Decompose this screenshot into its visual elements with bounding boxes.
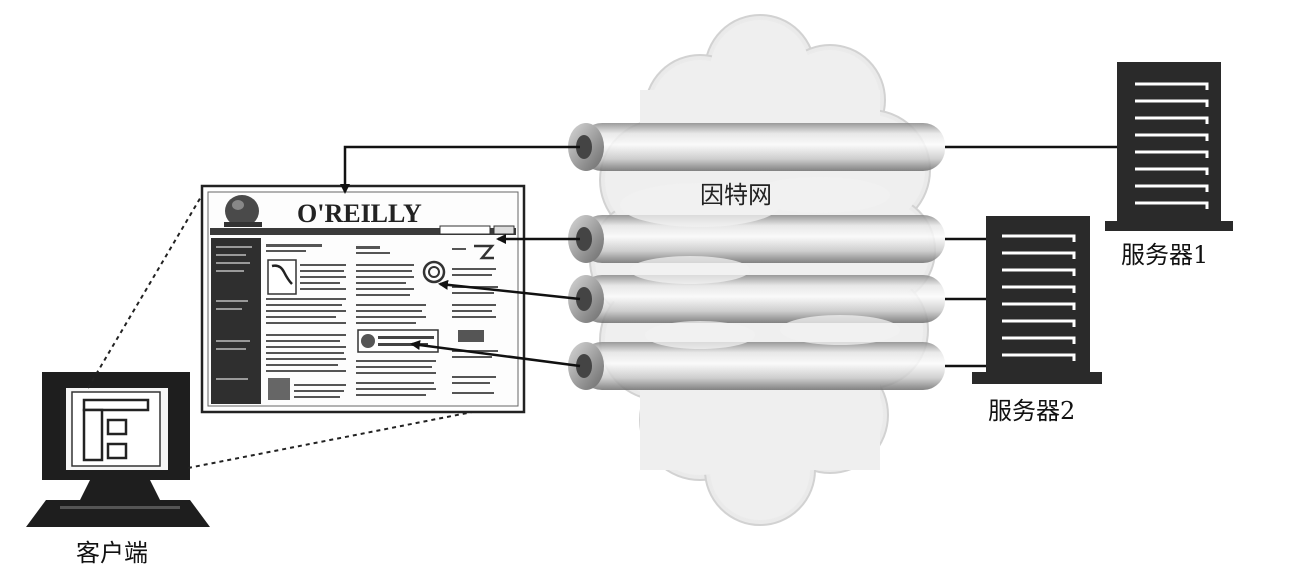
client-label: 客户端 <box>76 539 148 567</box>
server-1 <box>1105 62 1233 231</box>
pipe-2 <box>568 215 945 263</box>
server-1-label: 服务器1 <box>1121 241 1209 269</box>
webpage-brand: O'REILLY <box>297 199 422 228</box>
server-2 <box>972 216 1102 384</box>
pipe-4 <box>568 342 945 390</box>
client-computer <box>26 372 210 527</box>
pipe-1 <box>568 123 945 171</box>
server-links <box>945 145 1117 368</box>
data-arrows <box>340 145 581 368</box>
arrow-pipe-1 <box>340 145 580 194</box>
server-2-label: 服务器2 <box>988 397 1076 425</box>
arrow-pipe-3 <box>438 279 581 301</box>
arrow-pipe-4 <box>410 340 581 368</box>
cloud-label: 因特网 <box>700 181 772 209</box>
zoom-lines <box>87 189 524 469</box>
cloud-overlay <box>620 177 900 349</box>
pipe-3 <box>568 275 945 323</box>
